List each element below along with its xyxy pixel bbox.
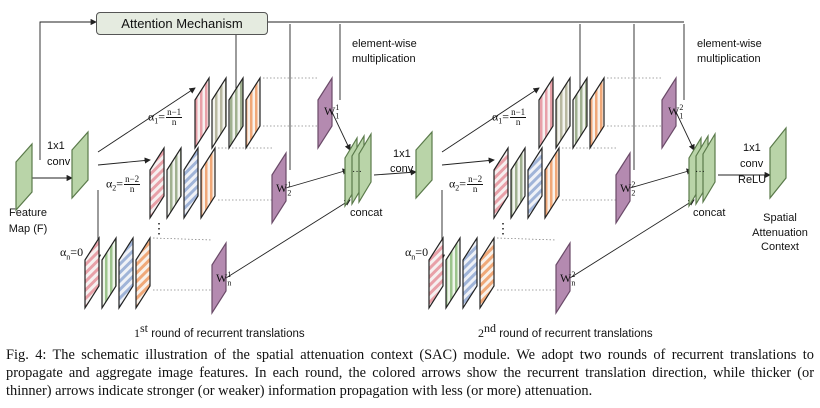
dotted-guide-1-5: [152, 237, 213, 241]
feature-map-label-line2: Map (F): [8, 223, 48, 235]
to-concat-2-1: [285, 168, 349, 189]
weight-wn-2: [555, 240, 571, 316]
concat-label-1: concat: [350, 207, 383, 219]
translated-feature-2-mid-2: [510, 145, 526, 221]
conv-label-1: conv: [47, 156, 71, 168]
translated-feature-1-bot-2: [101, 235, 117, 311]
translated-feature-1-mid-4: [200, 145, 216, 221]
translated-feature-1-bot-4: [135, 235, 151, 311]
concat1-to-conv2: [373, 169, 417, 176]
vertical-ellipsis-1: ⋮: [152, 220, 166, 236]
round1-caption: 1st round of recurrent translations: [134, 321, 305, 340]
translated-feature-1-mid-1: [149, 145, 165, 221]
dotted-guide-2-5: [496, 237, 557, 241]
translated-feature-2-mid-4: [544, 145, 560, 221]
conv-label-2: conv: [390, 163, 414, 175]
w2-label-1: W21: [276, 180, 292, 198]
to-concat-1-1: [331, 111, 351, 151]
conv-1x1-label-2: 1x1: [393, 148, 411, 160]
elementwise-label-2: element-wise: [697, 38, 762, 50]
conv2-to-top-stack: [441, 87, 540, 153]
sac-module-diagram: [15, 18, 787, 316]
concat-label-2: concat: [693, 207, 726, 219]
conv-to-mid-stack: [97, 157, 151, 166]
feature-map-block: [15, 142, 33, 212]
figure-caption: Fig. 4: The schematic illustration of th…: [6, 347, 814, 399]
round2-caption: 2nd round of recurrent translations: [478, 321, 653, 340]
translated-feature-2-top-3: [572, 75, 588, 151]
weight-w1-2: [661, 75, 677, 151]
translated-feature-2-top-1: [538, 75, 554, 151]
translated-feature-2-top-2: [555, 75, 571, 151]
wn-label-2: Wn2: [560, 270, 576, 288]
attention-mechanism-box: Attention Mechanism: [96, 12, 268, 35]
concat-slab-2-3: [702, 131, 716, 205]
w1-label-1: W11: [324, 103, 340, 121]
dotted-guides: [152, 77, 662, 291]
to-concat-2-2: [629, 168, 693, 189]
translated-feature-2-bot-1: [428, 235, 444, 311]
connection-lines: [32, 18, 771, 279]
wn-label-1: Wn1: [216, 270, 232, 288]
weight-w2-1: [271, 150, 287, 226]
elementwise-label-1: element-wise: [352, 38, 417, 50]
feature-map-label-line1: Feature: [9, 207, 47, 219]
to-concat-n-1: [225, 199, 351, 279]
concat-slab-1-3: [358, 131, 372, 205]
weight-w2-2: [615, 150, 631, 226]
attenuation-label: Attenuation: [752, 227, 808, 239]
multiplication-label-2: multiplication: [697, 53, 761, 65]
translated-feature-1-mid-2: [166, 145, 182, 221]
alphan-label-1: αn=0: [60, 245, 84, 262]
conv-label-3: conv: [740, 158, 764, 170]
alphan-label-2: αn=0: [405, 245, 429, 262]
blocks: [15, 75, 787, 316]
to-concat-1-2: [675, 111, 695, 151]
translated-feature-1-top-1: [194, 75, 210, 151]
vertical-ellipsis-2: ⋮: [496, 220, 510, 236]
translated-feature-1-bot-3: [118, 235, 134, 311]
conv-1x1-label-1: 1x1: [47, 140, 65, 152]
conv-1x1-label-3: 1x1: [743, 142, 761, 154]
conv-to-top-stack: [97, 87, 196, 153]
w2-label-2: W22: [620, 180, 636, 198]
weight-wn-1: [211, 240, 227, 316]
conv2-to-mid-stack: [441, 157, 495, 166]
translated-feature-1-bot-1: [84, 235, 100, 311]
conv-block-1: [71, 130, 89, 200]
translated-feature-1-top-2: [211, 75, 227, 151]
translated-feature-1-mid-3: [183, 145, 199, 221]
relu-label: ReLU: [738, 174, 767, 186]
spatial-label: Spatial: [763, 212, 797, 224]
multiplication-label-1: multiplication: [352, 53, 416, 65]
weight-w1-1: [317, 75, 333, 151]
translated-feature-1-top-3: [228, 75, 244, 151]
conv-block-2: [415, 130, 433, 200]
translated-feature-2-bot-2: [445, 235, 461, 311]
translated-feature-2-bot-3: [462, 235, 478, 311]
translated-feature-2-mid-3: [527, 145, 543, 221]
context-label: Context: [761, 241, 799, 253]
concat-ellipsis-2: ···: [695, 166, 705, 177]
translated-feature-2-top-4: [589, 75, 605, 151]
to-concat-n-2: [569, 199, 695, 279]
w1-label-2: W12: [668, 103, 684, 121]
translated-feature-2-mid-1: [493, 145, 509, 221]
feature-to-attention: [39, 18, 97, 160]
translated-feature-1-top-4: [245, 75, 261, 151]
translated-feature-2-bot-4: [479, 235, 495, 311]
output-context-block: [769, 126, 787, 200]
concat-ellipsis-1: ···: [352, 166, 362, 177]
